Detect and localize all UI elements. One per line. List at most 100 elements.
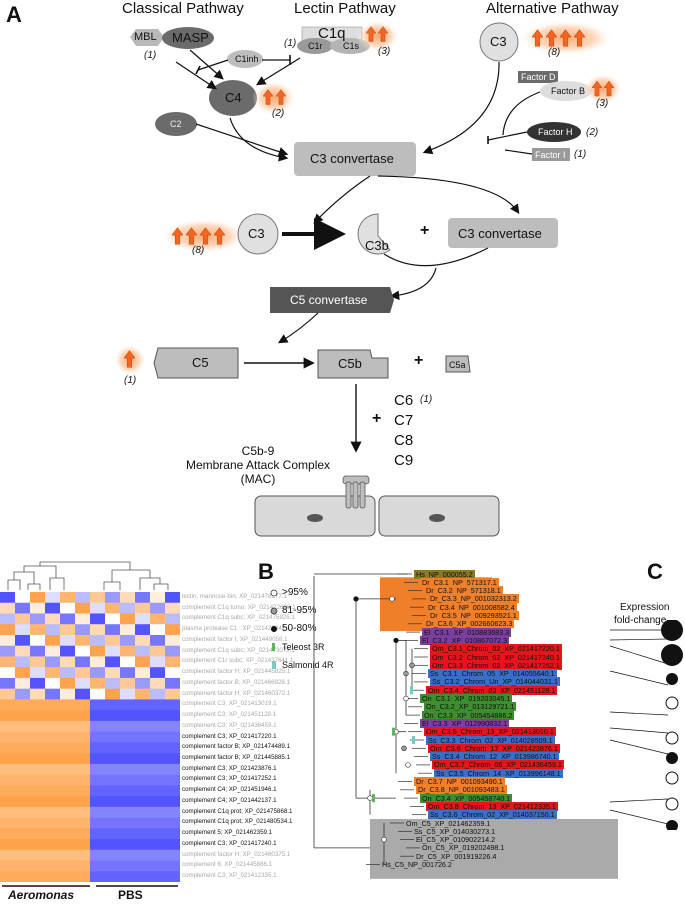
heatmap-cell <box>90 624 105 636</box>
heatmap-cell <box>0 828 15 840</box>
tree-leaf-label: On_C3.3_XP_005454886.2 <box>422 710 515 720</box>
heatmap-cell <box>45 602 60 614</box>
heatmap-cell <box>45 656 60 668</box>
tree-leaf-label: Ss_C3.2_Chrom_Un_XP_014044031.1 <box>430 677 560 687</box>
heatmap-cell <box>135 806 150 818</box>
support-node <box>409 662 415 669</box>
heatmap-cell <box>0 667 15 679</box>
heatmap-cell <box>150 871 165 882</box>
heatmap-cell <box>45 828 60 840</box>
lectin-pathway-title: Lectin Pathway <box>294 0 396 17</box>
heatmap-cell <box>75 688 90 700</box>
heatmap-row-label: complement C4; XP_021451946.1 <box>182 786 277 794</box>
heatmap-cell <box>30 828 45 840</box>
masp-label: MASP <box>172 30 209 45</box>
heatmap-cell <box>45 645 60 657</box>
heatmap-cell <box>90 699 105 711</box>
heatmap-cell <box>90 817 105 829</box>
c5a-label: C5a <box>449 360 466 370</box>
fold-change-dot <box>665 771 679 785</box>
heatmap-cell <box>120 774 135 786</box>
heatmap-cell <box>135 871 150 882</box>
legend-gt95: >95% <box>282 587 308 598</box>
tree-leaf-label: Hs_C5_NP_001726.2 <box>382 860 452 869</box>
heatmap-cell <box>15 731 30 743</box>
heatmap-cell <box>120 645 135 657</box>
c2-label: C2 <box>170 119 182 129</box>
fold-change-dot <box>661 644 683 666</box>
heatmap-cell <box>45 731 60 743</box>
heatmap-cell <box>135 624 150 636</box>
heatmap-cell <box>15 871 30 882</box>
heatmap-cell <box>105 710 120 722</box>
heatmap-cell <box>120 731 135 743</box>
mac-title-3: (MAC) <box>240 472 276 486</box>
factor-i-shape <box>532 148 570 161</box>
c5-convertase-label: C5 convertase <box>290 293 368 307</box>
heatmap-cell <box>15 710 30 722</box>
heatmap-cell <box>105 742 120 754</box>
heatmap-cell <box>75 849 90 861</box>
heatmap-cell <box>30 806 45 818</box>
tree-leaf-label: Om_C3.1_Chrom_02_XP_021417220.1 <box>430 644 562 654</box>
heatmap-cell <box>0 774 15 786</box>
duplication-marker <box>372 794 375 803</box>
heatmap-row-label: complement C3; XP_021412335.1 <box>182 872 277 880</box>
heatmap-cell <box>45 677 60 689</box>
heatmap-cell <box>105 634 120 647</box>
heatmap-cell <box>15 699 30 711</box>
heatmap-cell <box>165 731 180 743</box>
heatmap-cell <box>105 753 120 765</box>
heatmap-cell <box>105 645 120 657</box>
heatmap-cell <box>150 774 165 786</box>
tree-leaf-label: Dr_C5_XP_001919226.4 <box>416 851 497 861</box>
c1inh-shape <box>227 50 263 68</box>
c1inh-label: C1inh <box>235 54 259 64</box>
heatmap-cell <box>90 860 105 872</box>
heatmap-cell <box>45 785 60 797</box>
group-label-aeromonas: Aeromonas <box>8 888 75 902</box>
heatmap-cell <box>30 817 45 829</box>
heatmap-cell <box>120 720 135 732</box>
heatmap-cell <box>90 785 105 797</box>
heatmap-cell <box>15 742 30 754</box>
heatmap-cell <box>0 839 15 851</box>
heatmap-cell <box>0 849 15 861</box>
heatmap-row-label: complement factor B; XP_021474489.1 <box>182 743 291 751</box>
support-node <box>381 836 387 843</box>
heatmap-cell <box>60 839 75 851</box>
heatmap-cell <box>75 634 90 647</box>
heatmap-cell <box>105 688 120 700</box>
heatmap-cell <box>75 806 90 818</box>
fold-change-dot <box>666 673 678 685</box>
heatmap-cell <box>135 828 150 840</box>
heatmap-row-label: complement C3; XP_021436459.1 <box>182 721 277 729</box>
heatmap-cell <box>165 763 180 775</box>
c3-convertase2-shape <box>448 218 558 248</box>
heatmap-cell <box>45 699 60 711</box>
heatmap-cell <box>105 817 120 829</box>
heatmap-cell <box>0 624 15 636</box>
legend-81-95: 81-95% <box>282 605 317 616</box>
heatmap-cell <box>120 871 135 882</box>
heatmap-cell <box>15 677 30 689</box>
heatmap-cell <box>150 677 165 689</box>
heatmap-cell <box>0 634 15 647</box>
heatmap-cell <box>90 828 105 840</box>
heatmap-cell <box>120 699 135 711</box>
heatmap-cell <box>75 613 90 625</box>
c1r-label: C1r <box>308 41 323 51</box>
heatmap-cell <box>45 624 60 636</box>
heatmap-cell <box>30 613 45 625</box>
heatmap-cell <box>105 667 120 679</box>
heatmap-cell <box>165 742 180 754</box>
c9-label: C9 <box>394 452 414 469</box>
heatmap-cell <box>0 710 15 722</box>
heatmap-cell <box>135 849 150 861</box>
heatmap-cell <box>30 753 45 765</box>
heatmap-cell <box>0 677 15 689</box>
factor-i-label: Factor I <box>535 150 566 160</box>
heatmap-cell <box>165 860 180 872</box>
heatmap-cell <box>120 817 135 829</box>
heatmap-cell <box>120 667 135 679</box>
